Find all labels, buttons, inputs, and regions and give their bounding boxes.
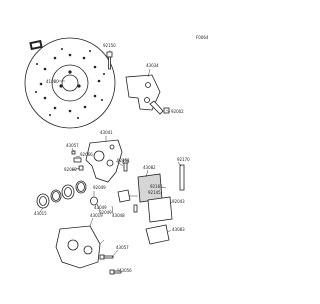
callout-92145: 92145: [148, 190, 161, 195]
brake-pad-b: [147, 196, 173, 223]
dust-seal: [90, 196, 98, 206]
caliper-lower-screw: [109, 269, 122, 275]
callout-43041: 43041: [100, 130, 113, 135]
callout-92170: 92170: [177, 157, 190, 162]
callout-92043: 92043: [172, 199, 185, 204]
page-id-code: F0064: [196, 35, 209, 40]
callout-43057-lower: 43057: [116, 245, 129, 250]
pad-shim: [145, 224, 170, 245]
parts-diagram: F0064: [24, 35, 209, 275]
callout-92049-left: 92049: [93, 185, 106, 190]
callout-labels: 92150 43034 41080 92002 43041 43057 9206…: [34, 43, 190, 273]
piston-seal-right: [75, 180, 87, 194]
pad-pin: [133, 204, 138, 213]
callout-43049: 43049: [94, 205, 107, 210]
callout-92161: 92161: [150, 184, 163, 189]
callout-43083: 43083: [172, 227, 185, 232]
callout-92066: 92066: [80, 152, 93, 157]
callout-43019: 43019: [90, 213, 103, 218]
anti-rattle-spring: [179, 164, 185, 191]
callout-43057: 43057: [66, 143, 79, 148]
callout-43048: 43048: [112, 213, 125, 218]
brake-disc: [24, 37, 116, 129]
leader-lines: [39, 50, 182, 271]
callout-92150-disc-bolt: 92150: [103, 43, 116, 48]
piston-left: [36, 193, 50, 209]
bleed-valve: [71, 150, 84, 171]
callout-92151: 92151: [117, 158, 130, 163]
pin-small: [122, 159, 129, 172]
callout-92060: 92060: [64, 167, 77, 172]
callout-43056: 43056: [119, 268, 132, 273]
callout-43034-bracket: 43034: [146, 63, 159, 68]
disc-bolt: [106, 51, 113, 70]
caliper-lower-bolt: [99, 254, 114, 260]
callout-92049-right: 92049: [99, 210, 112, 215]
callout-43082: 43082: [143, 165, 156, 170]
caliper-body: [85, 139, 123, 183]
piston-right: [61, 184, 75, 200]
callout-92002-bracket-bolt: 92002: [171, 109, 184, 114]
exploded-view: F0064: [24, 35, 209, 275]
pad-spring: [117, 189, 131, 203]
orientation-icon: [29, 39, 43, 51]
caliper-bracket: [125, 74, 164, 115]
callout-43015: 43015: [34, 211, 47, 216]
callout-41080-disc: 41080: [46, 79, 59, 84]
caliper-lower-half: [55, 225, 101, 269]
piston-seal-left: [50, 189, 62, 203]
